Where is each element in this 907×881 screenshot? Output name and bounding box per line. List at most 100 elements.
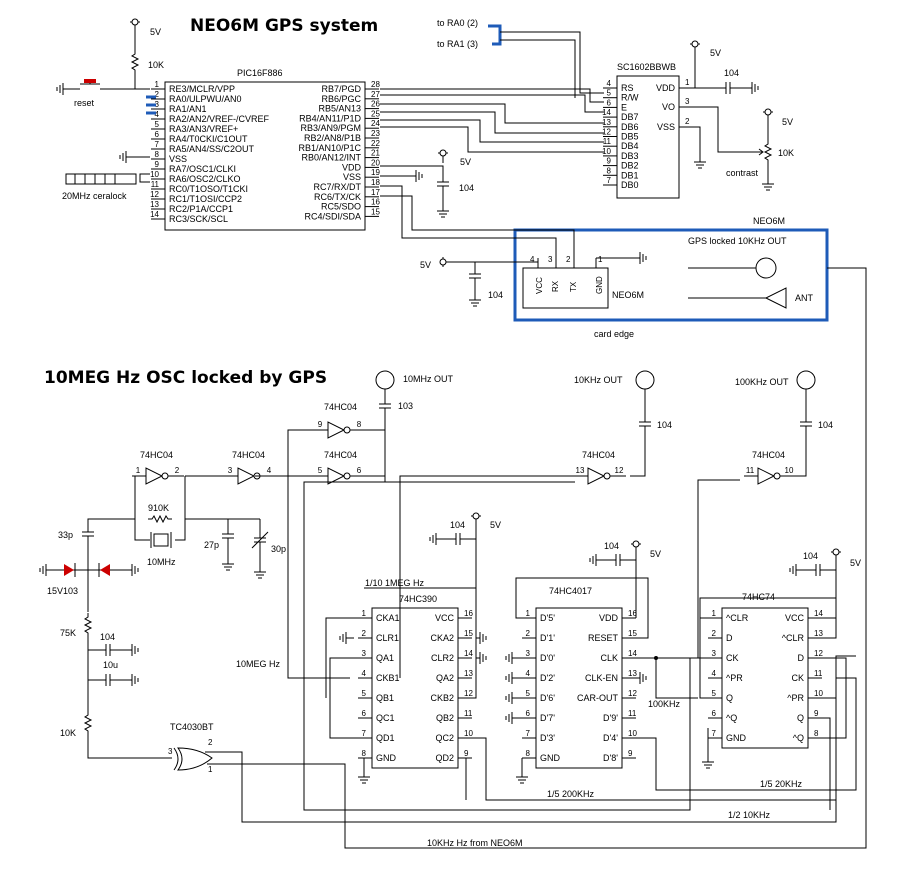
hc74-pin-label-2: D bbox=[726, 633, 733, 643]
hc4017-pin-9: 9 bbox=[628, 749, 633, 758]
pic-pin-label-12: RC1/T1OSI/CCP2 bbox=[169, 194, 242, 204]
hc390-name: 74HC390 bbox=[399, 594, 437, 604]
neo6m-title: NEO6M bbox=[753, 216, 785, 226]
hc74-pin-label-10: ^PR bbox=[787, 693, 804, 703]
hc390-pin-14: 14 bbox=[464, 649, 473, 658]
hc390-pin-15: 15 bbox=[464, 629, 473, 638]
hc390-pin-9: 9 bbox=[464, 749, 469, 758]
hc4017-pin-label-10: D'4' bbox=[603, 733, 618, 743]
hc390-pin-label-12: CKB2 bbox=[430, 693, 454, 703]
r10k-osc-label: 10K bbox=[60, 728, 76, 738]
hc4017-pin-5: 5 bbox=[526, 689, 531, 698]
hc74-pin-7: 7 bbox=[712, 729, 717, 738]
out-10khz-label: 10KHz OUT bbox=[574, 375, 623, 385]
hc74-pin-9: 9 bbox=[814, 709, 819, 718]
hc390-pin-6: 6 bbox=[362, 709, 367, 718]
gate2-out-pin: 4 bbox=[267, 466, 272, 475]
lcd-pin-label-2: VSS bbox=[657, 122, 675, 132]
hc4017-pin-label-1: D'5' bbox=[540, 613, 555, 623]
cap-30p-label: 30p bbox=[271, 544, 286, 554]
hc390-pin-10: 10 bbox=[464, 729, 473, 738]
xor-pin3: 3 bbox=[168, 747, 173, 756]
pic-pin-label-25: RB4/AN11/P1D bbox=[299, 113, 361, 123]
f100k-label: 100KHz bbox=[648, 699, 681, 709]
hc390-pin-1: 1 bbox=[362, 609, 367, 618]
gate1-in-pin: 1 bbox=[136, 466, 141, 475]
gate4-out-pin: 6 bbox=[357, 466, 362, 475]
lcd-pin-7: 7 bbox=[607, 176, 612, 185]
gate3-out-pin: 8 bbox=[357, 420, 362, 429]
out-100khz-label: 100KHz OUT bbox=[735, 377, 789, 387]
gps-title: NEO6M GPS system bbox=[190, 16, 378, 36]
hc74-pin-12: 12 bbox=[814, 649, 823, 658]
pic-pin-28: 28 bbox=[371, 80, 380, 89]
hc4017-pin-10: 10 bbox=[628, 729, 637, 738]
hc390-pin-label-8: GND bbox=[376, 753, 397, 763]
hc4017-name: 74HC4017 bbox=[549, 586, 592, 596]
hc4017-cap-label: 104 bbox=[604, 541, 619, 551]
hc74-pin-13: 13 bbox=[814, 629, 823, 638]
from-neo-label: 10KHz Hz from NEO6M bbox=[427, 838, 523, 848]
varicap-label: 15V103 bbox=[47, 586, 78, 596]
hc4017-pin-14: 14 bbox=[628, 649, 637, 658]
hc390-pin-12: 12 bbox=[464, 689, 473, 698]
hc390-pin-label-11: QB2 bbox=[436, 713, 454, 723]
hc4017-pin-6: 6 bbox=[526, 709, 531, 718]
pic-pin-label-5: RA3/AN3/VREF+ bbox=[169, 124, 238, 134]
pic-pin-10: 10 bbox=[150, 170, 159, 179]
pic-pin-label-4: RA2/AN2/VREF-/CVREF bbox=[169, 114, 270, 124]
neo-tx-pin: TX bbox=[569, 281, 578, 292]
pic-pin-18: 18 bbox=[371, 178, 380, 187]
lcd-pin-10: 10 bbox=[602, 147, 611, 156]
hc4017-pin-label-15: RESET bbox=[588, 633, 619, 643]
hc74-pin-1: 1 bbox=[712, 609, 717, 618]
pic-pin-label-16: RC5/SDO bbox=[321, 202, 361, 212]
pic-pin-21: 21 bbox=[371, 149, 380, 158]
pic-pin-6: 6 bbox=[155, 130, 160, 139]
gate4-in-pin: 5 bbox=[318, 466, 323, 475]
pic-pin-label-14: RC3/SCK/SCL bbox=[169, 214, 228, 224]
hc74-pin-14: 14 bbox=[814, 609, 823, 618]
pic-pin-label-1: RE3/MCLR/VPP bbox=[169, 84, 235, 94]
pic-pin-label-22: RB1/AN10/P1C bbox=[298, 143, 361, 153]
hc390-pin-label-2: CLR1 bbox=[376, 633, 399, 643]
ant-label: ANT bbox=[795, 293, 814, 303]
hc4017-pin-label-16: VDD bbox=[599, 613, 619, 623]
inverter-gate-6 bbox=[757, 467, 781, 485]
pic-pin-label-24: RB3/AN9/PGM bbox=[300, 123, 361, 133]
cap-33p-label: 33p bbox=[58, 530, 73, 540]
gate1-name: 74HC04 bbox=[140, 450, 173, 460]
gate5-name: 74HC04 bbox=[582, 450, 615, 460]
hc74-pin-8: 8 bbox=[814, 729, 819, 738]
hc74-pin-6: 6 bbox=[712, 709, 717, 718]
hc4017-pin-label-5: D'6' bbox=[540, 693, 555, 703]
pic-pin-23: 23 bbox=[371, 129, 380, 138]
contrast-label: contrast bbox=[726, 168, 759, 178]
lcd-pin-label-4: RS bbox=[621, 83, 634, 93]
hc390-pin-5: 5 bbox=[362, 689, 367, 698]
hc390-pin-label-1: CKA1 bbox=[376, 613, 400, 623]
lcd-pin-label-5: R/W bbox=[621, 93, 639, 103]
pic-pin-label-28: RB7/PGD bbox=[321, 84, 361, 94]
pic-pin-label-7: RA5/AN4/SS/C2OUT bbox=[169, 144, 255, 154]
pic-pin-16: 16 bbox=[371, 198, 380, 207]
hc4017-pin-label-4: D'2' bbox=[540, 673, 555, 683]
pic-pin-12: 12 bbox=[150, 190, 159, 199]
pic-pin-label-9: RA7/OSC1/CLKI bbox=[169, 164, 236, 174]
lcd-pin-label-10: DB3 bbox=[621, 151, 639, 161]
pullup-10k-label: 10K bbox=[148, 60, 164, 70]
hc74-name: 74HC74 bbox=[742, 592, 775, 602]
hc390-pin-label-10: QC2 bbox=[435, 733, 454, 743]
pic-pin-label-19: VSS bbox=[343, 172, 361, 182]
pic-pin-label-17: RC6/TX/CK bbox=[314, 192, 361, 202]
neo-chip-label: NEO6M bbox=[612, 290, 644, 300]
lcd-pin-label-7: DB0 bbox=[621, 180, 639, 190]
ceralock-label: 20MHz ceralock bbox=[62, 191, 127, 201]
hc4017-pin-label-3: D'0' bbox=[540, 653, 555, 663]
out-10mhz-label: 10MHz OUT bbox=[403, 374, 454, 384]
hc4017-pin-label-14: CLK bbox=[600, 653, 618, 663]
pic-name: PIC16F886 bbox=[237, 68, 283, 78]
